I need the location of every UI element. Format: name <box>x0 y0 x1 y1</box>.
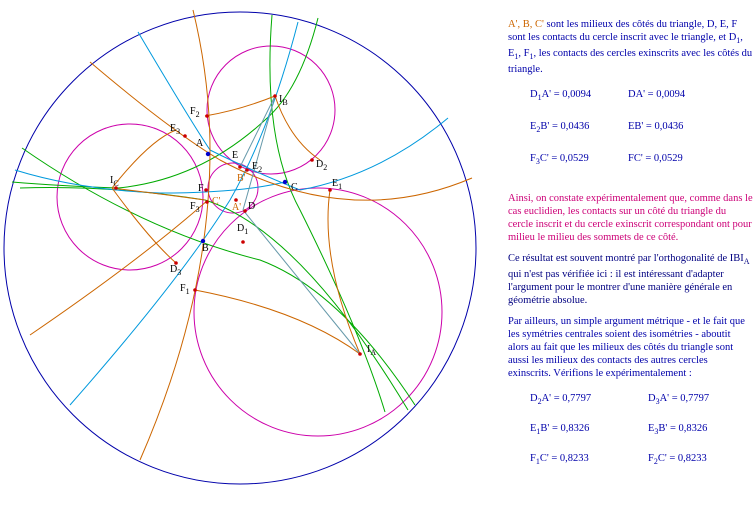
intro-points: A', B, C' <box>508 19 544 30</box>
incircle <box>207 162 259 214</box>
label-E3: E3 <box>170 123 180 136</box>
intro-text: A', B, C' sont les milieux des côtés du … <box>508 19 753 76</box>
label-A: A <box>196 138 204 149</box>
conclusion-paragraph: Ainsi, on constate expérimentalement que… <box>508 193 753 244</box>
green-geodesics <box>11 14 416 413</box>
label-IC: IC <box>110 175 119 188</box>
text-panel: A', B, C' sont les milieux des côtés du … <box>508 18 753 490</box>
figure-labels: A B C E B' F C' A' D D1 D2 D3 E1 E2 E3 F… <box>110 94 376 357</box>
label-B-prime: B' <box>237 173 246 184</box>
label-D: D <box>248 201 255 212</box>
label-E1: E1 <box>332 178 342 191</box>
label-F: F <box>198 183 204 194</box>
label-C-prime: C' <box>212 196 221 207</box>
label-E2: E2 <box>252 161 262 174</box>
excircle-C <box>56 123 204 271</box>
label-F3: F3 <box>190 201 200 214</box>
measure-row: D1A' = 0,0094 DA' = 0,0094 <box>530 89 686 103</box>
measure-row: F3C' = 0,0529 FC' = 0,0529 <box>530 153 683 167</box>
orthogonality-paragraph: Ce résultat est souvent montré par l'ort… <box>508 253 750 307</box>
label-IB: IB <box>279 94 288 107</box>
vertex-C <box>282 179 288 185</box>
measure-row: F1C' = 0,8233 F2C' = 0,8233 <box>530 453 707 467</box>
excircle-B <box>206 45 336 175</box>
triangle-vertices <box>200 151 288 244</box>
measures-incircle: D1A' = 0,0094 DA' = 0,0094 E2B' = 0,0436… <box>508 88 753 184</box>
orange-geodesics <box>29 9 473 461</box>
poincare-disk <box>3 11 477 485</box>
label-E: E <box>232 150 238 161</box>
measure-row: E1B' = 0,8326 E3B' = 0,8326 <box>530 423 708 437</box>
label-IA: IA <box>367 344 376 357</box>
vertex-A <box>205 151 211 157</box>
label-A-prime: A' <box>232 202 241 213</box>
segments-to-IA <box>239 95 361 355</box>
measures-excircles: D2A' = 0,7797 D3A' = 0,7797 E1B' = 0,832… <box>508 392 753 482</box>
label-D1: D1 <box>237 223 248 236</box>
contact-points <box>114 94 362 356</box>
label-B: B <box>202 243 209 254</box>
vertex-B <box>200 238 206 244</box>
measure-row: D2A' = 0,7797 D3A' = 0,7797 <box>530 393 710 407</box>
label-F1: F1 <box>180 283 190 296</box>
label-D2: D2 <box>316 159 327 172</box>
label-F2: F2 <box>190 106 200 119</box>
excircle-A <box>193 187 443 437</box>
hyperbolic-construction-figure: A B C E B' F C' A' D D1 D2 D3 E1 E2 E3 F… <box>3 9 477 485</box>
label-D3: D3 <box>170 264 181 277</box>
metric-argument-paragraph: Par ailleurs, un simple argument métriqu… <box>508 316 745 380</box>
measure-row: E2B' = 0,0436 EB' = 0,0436 <box>530 121 684 135</box>
cyan-geodesics <box>14 21 449 406</box>
label-C: C <box>291 182 298 193</box>
